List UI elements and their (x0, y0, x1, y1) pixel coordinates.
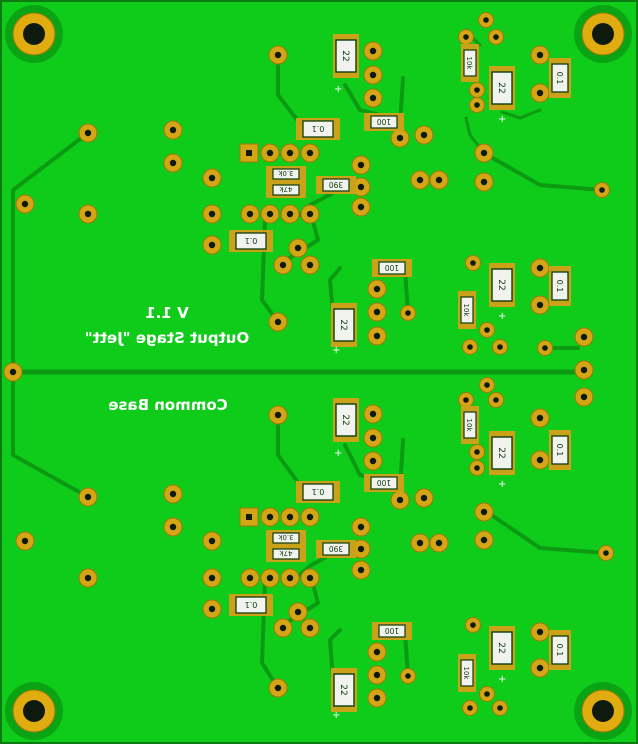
resistor-label: 100 (377, 117, 392, 126)
capacitor-label: 0.1 (555, 644, 564, 657)
polarity-mark: + (498, 114, 506, 125)
resistor-390-upper: 390 (316, 176, 356, 194)
capacitor-22-lower-2: 22 + (489, 431, 515, 490)
capacitor-22-lower-1: 22 + (333, 398, 359, 459)
resistor-10k-lower-1: 10k (461, 406, 479, 444)
resistor-390-lower: 390 (316, 540, 356, 558)
resistor-label: 10k (465, 419, 473, 433)
board-version: V 1.1 (145, 304, 188, 322)
capacitor-label: 22 (496, 82, 506, 93)
capacitor-22-upper-3: 22 + (489, 263, 515, 322)
capacitor-22-upper-4: 22 + (331, 303, 357, 356)
board-title: Output Stage "Jett" (85, 329, 249, 347)
resistor-label: 47k (279, 549, 293, 557)
resistor-label: 390 (329, 180, 344, 189)
capacitor-01-upper-h2: 0.1 (229, 230, 273, 252)
polarity-mark: + (498, 674, 506, 685)
capacitor-22-upper-2: 22 + (489, 66, 515, 125)
capacitor-label: 0.1 (312, 487, 325, 496)
capacitor-01-upper-h1: 0.1 (296, 118, 340, 140)
capacitor-label: 0.1 (555, 72, 564, 85)
polarity-mark: + (332, 710, 340, 721)
resistor-label: 10k (462, 304, 470, 318)
polarity-mark: + (334, 84, 342, 95)
capacitor-22-upper-1: 22 + (333, 34, 359, 95)
capacitor-01-lower-h2: 0.1 (229, 594, 273, 616)
resistor-label: 100 (377, 478, 392, 487)
polarity-mark: + (498, 479, 506, 490)
capacitor-label: 0.1 (312, 124, 325, 133)
mounting-hole-top-left (4, 4, 64, 64)
resistor-label: 47k (279, 185, 293, 193)
resistor-10k-upper-2: 10k (458, 291, 476, 329)
resistor-10k-upper-1: 10k (461, 44, 479, 82)
capacitor-01-upper-v1: 0.1 (549, 58, 571, 98)
capacitor-label: 0.1 (555, 280, 564, 293)
mounting-hole-bottom-left (4, 681, 64, 741)
capacitor-label: 22 (496, 279, 506, 290)
resistor-100-upper-2: 100 (372, 259, 412, 277)
capacitor-22-lower-4: 22 + (331, 668, 357, 721)
capacitor-label: 22 (496, 642, 506, 653)
resistor-3k0-lower: 3.0k (266, 530, 306, 546)
polarity-mark: + (334, 448, 342, 459)
resistor-47k-lower: 47k (266, 546, 306, 562)
capacitor-label: 0.1 (555, 444, 564, 457)
capacitor-label: 22 (338, 319, 348, 330)
mounting-hole-top-right (573, 4, 633, 64)
resistor-label: 100 (385, 263, 400, 272)
resistor-100-lower-1: 100 (364, 474, 404, 492)
capacitor-01-lower-v1: 0.1 (549, 430, 571, 470)
polarity-mark: + (332, 345, 340, 356)
resistor-10k-lower-2: 10k (458, 654, 476, 692)
capacitor-01-lower-h1: 0.1 (296, 481, 340, 503)
section-label: Common Base (108, 396, 227, 414)
resistor-label: 10k (462, 667, 470, 681)
resistor-label: 10k (465, 57, 473, 71)
resistor-label: 100 (385, 626, 400, 635)
capacitor-01-upper-v2: 0.1 (549, 266, 571, 306)
mounting-hole-bottom-right (573, 681, 633, 741)
capacitor-label: 22 (340, 414, 350, 425)
resistor-100-lower-2: 100 (372, 622, 412, 640)
polarity-mark: + (498, 311, 506, 322)
resistor-label: 390 (329, 544, 344, 553)
capacitor-01-lower-v2: 0.1 (549, 630, 571, 670)
capacitor-label: 22 (340, 50, 350, 61)
resistor-47k-upper: 47k (266, 182, 306, 198)
capacitor-label: 22 (338, 684, 348, 695)
resistor-100-upper-1: 100 (364, 113, 404, 131)
capacitor-label: 0.1 (245, 236, 258, 245)
capacitor-22-lower-3: 22 + (489, 626, 515, 685)
resistor-label: 3.0k (277, 169, 293, 177)
resistor-3k0-upper: 3.0k (266, 166, 306, 182)
capacitor-label: 0.1 (245, 600, 258, 609)
resistor-label: 3.0k (277, 533, 293, 541)
capacitor-label: 22 (496, 447, 506, 458)
